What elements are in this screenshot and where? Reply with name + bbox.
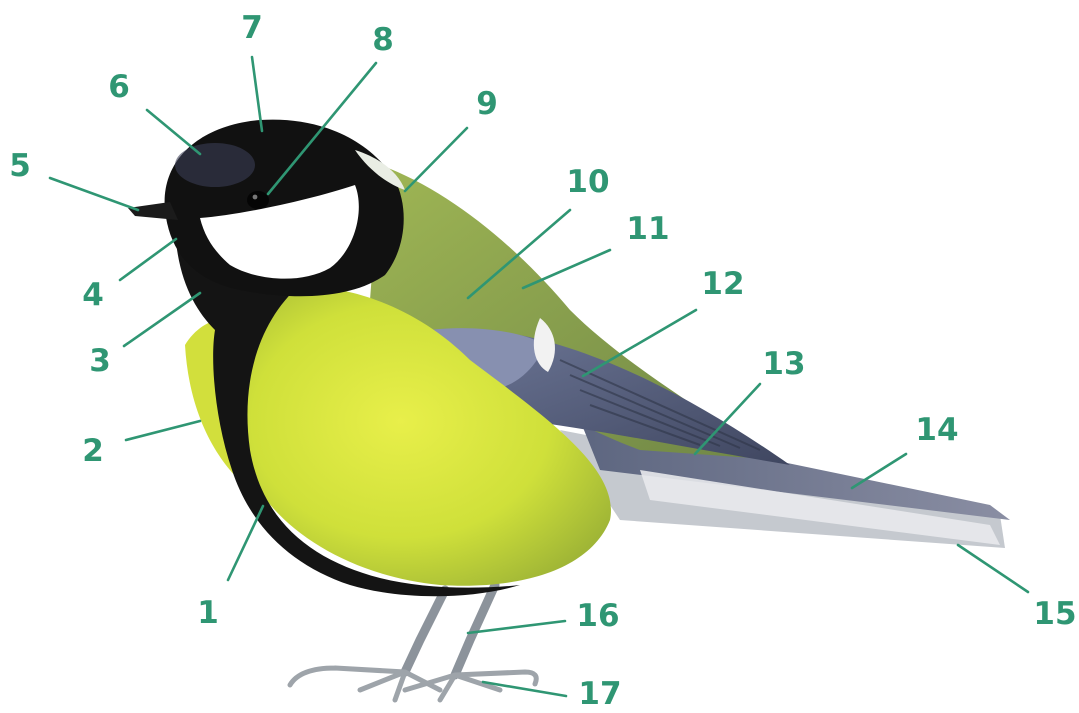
leg-left xyxy=(405,590,445,672)
callout-line-3 xyxy=(124,293,200,346)
legs xyxy=(290,585,536,700)
callout-line-7 xyxy=(252,57,262,131)
callout-line-9 xyxy=(405,128,467,191)
callout-number-14: 14 xyxy=(915,412,958,448)
callout-number-6: 6 xyxy=(108,69,130,105)
callout-line-4 xyxy=(120,239,176,280)
callout-line-2 xyxy=(126,421,200,440)
callout-number-9: 9 xyxy=(476,86,498,122)
callout-number-4: 4 xyxy=(82,277,104,313)
callout-number-7: 7 xyxy=(241,10,263,46)
callout-number-2: 2 xyxy=(82,433,104,469)
callout-number-10: 10 xyxy=(566,164,609,200)
eye-highlight xyxy=(253,195,258,200)
callout-line-5 xyxy=(50,178,138,210)
callout-number-3: 3 xyxy=(89,343,111,379)
callout-number-5: 5 xyxy=(9,148,31,184)
eye xyxy=(247,191,269,209)
callout-number-16: 16 xyxy=(576,598,619,634)
callout-line-11 xyxy=(523,250,610,288)
callout-line-6 xyxy=(147,110,200,154)
beak xyxy=(128,202,178,220)
foot-right xyxy=(405,672,536,700)
crown-sheen xyxy=(175,143,255,187)
callout-number-17: 17 xyxy=(578,676,621,712)
callout-number-11: 11 xyxy=(626,211,669,247)
callout-number-12: 12 xyxy=(701,266,744,302)
callout-line-1 xyxy=(228,506,263,580)
callout-line-15 xyxy=(958,545,1028,592)
callout-number-1: 1 xyxy=(197,595,219,631)
head xyxy=(128,120,405,297)
callout-number-13: 13 xyxy=(762,346,805,382)
callout-number-8: 8 xyxy=(372,22,394,58)
callout-number-15: 15 xyxy=(1033,596,1076,632)
